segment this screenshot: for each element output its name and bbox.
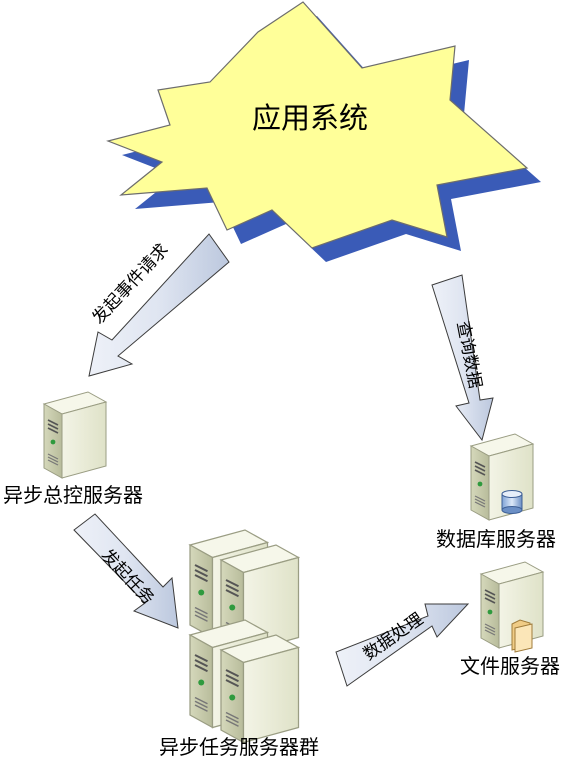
task-cluster-server-icons (189, 529, 300, 744)
file-server-label: 文件服务器 (460, 654, 560, 678)
db-server-icon (470, 433, 534, 521)
async-controller-label: 异步总控服务器 (3, 483, 143, 507)
application-system-shape (106, 1, 541, 262)
task-cluster-label: 异步任务服务器群 (159, 735, 319, 759)
application-system-label: 应用系统 (252, 101, 369, 135)
db-server-label: 数据库服务器 (436, 527, 556, 551)
arrow-send-event-request (88, 233, 230, 377)
file-server-icon (480, 561, 544, 653)
arrow-send-task (73, 513, 179, 629)
arrow-data-processing (335, 603, 470, 687)
arrow-query-data (431, 274, 494, 442)
async-controller-server-icon (43, 391, 107, 479)
